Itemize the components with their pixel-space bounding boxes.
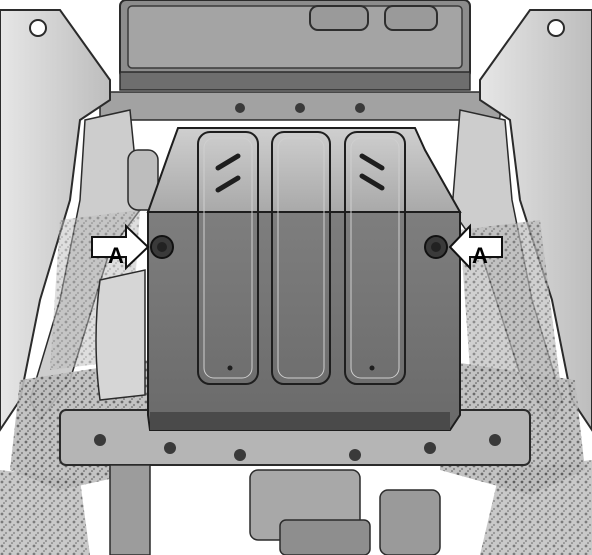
callout-label-left: A <box>108 243 124 268</box>
mounting-bolt-left <box>150 235 174 259</box>
callout-label-right: A <box>472 243 488 268</box>
callout-arrow-left: A <box>91 223 150 271</box>
mounting-bolt-right <box>424 235 448 259</box>
skid-plate <box>146 127 462 431</box>
callout-arrow-right: A <box>448 223 503 271</box>
